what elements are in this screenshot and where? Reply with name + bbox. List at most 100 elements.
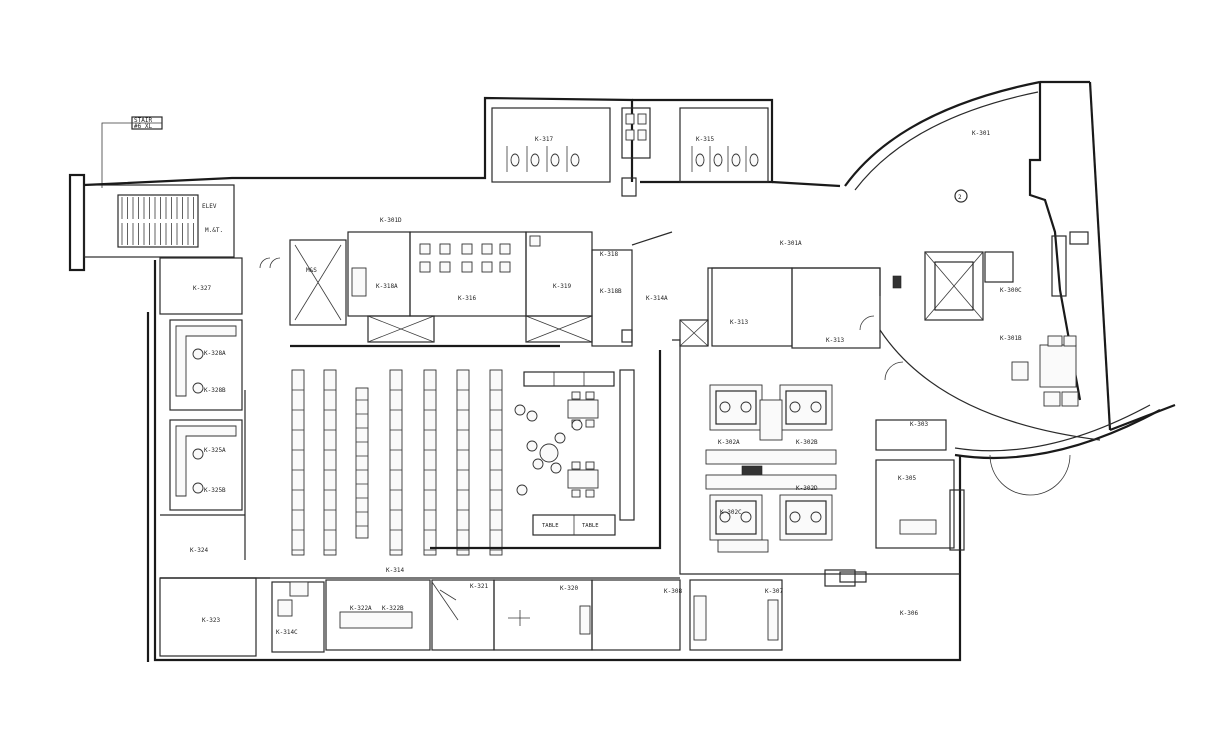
chair <box>571 419 583 431</box>
label-k318: K-318 <box>600 251 618 258</box>
reading-table <box>567 469 599 489</box>
office-chair <box>192 382 204 394</box>
label-k302d: K-302D <box>796 485 818 492</box>
lab-chair <box>529 235 541 247</box>
lab-chair <box>439 261 451 273</box>
interior-core <box>159 231 673 348</box>
label-k301a: K-301A <box>780 240 802 247</box>
chair <box>526 410 538 422</box>
label-k327: K-327 <box>193 285 211 292</box>
table-label-1: TABLE <box>542 523 559 529</box>
pod-chair <box>810 511 822 523</box>
table-chair <box>571 391 581 400</box>
workstation-pod <box>709 494 763 541</box>
label-k323: K-323 <box>202 617 220 624</box>
pod-divider <box>759 399 783 441</box>
svg-text:ELEV: ELEV <box>202 203 217 210</box>
label-k316: K-316 <box>458 295 476 302</box>
right-rooms <box>824 231 1089 587</box>
label-k315: K-315 <box>696 136 714 143</box>
label-k325a: K-325A <box>204 447 226 454</box>
label-k313-b: K-313 <box>826 337 844 344</box>
toilet-rooms <box>491 107 769 197</box>
label-k324: K-324 <box>190 547 208 554</box>
left-offices <box>159 319 270 657</box>
pod-chair <box>740 511 752 523</box>
stair-tag-line1: STAIR <box>134 117 152 124</box>
book-stack <box>489 369 503 556</box>
curved-facade: 2 <box>844 80 1176 496</box>
office-chair <box>192 448 204 460</box>
pod-inner <box>715 390 757 425</box>
label-k302c: K-302C <box>720 509 742 516</box>
toilet-fixture <box>695 153 705 167</box>
lab-chair <box>481 261 493 273</box>
book-stack <box>389 369 403 556</box>
table-chair <box>585 489 595 498</box>
label-k318a: K-318A <box>376 283 398 290</box>
workstation-pod <box>779 494 833 541</box>
label-k325b: K-325B <box>204 487 226 494</box>
stair-tag-line2: #6 XL <box>134 123 152 130</box>
pod-chair <box>740 401 752 413</box>
lab-chair <box>461 261 473 273</box>
chair <box>554 432 566 444</box>
label-k317: K-317 <box>535 136 553 143</box>
chair <box>514 404 526 416</box>
label-k319: K-319 <box>553 283 571 290</box>
toilet-fixture <box>530 153 540 167</box>
label-k308: K-308 <box>664 588 682 595</box>
pod-chair <box>810 401 822 413</box>
label-k300c: K-300C <box>1000 287 1022 294</box>
room-labels: K-317 K-315 K-301 K-301D K-301A K-318 K-… <box>190 130 1022 636</box>
library-stacks <box>291 369 503 556</box>
table-chair <box>585 391 595 400</box>
table-label-2: TABLE <box>582 523 599 529</box>
lshape-desk <box>175 425 237 497</box>
stairwell: ELEV M.&T. <box>68 173 235 272</box>
workstation-clusters <box>705 384 837 553</box>
lab-chair <box>419 243 431 255</box>
label-k314c: K-314C <box>276 629 298 636</box>
label-k301: K-301 <box>972 130 990 137</box>
toilet-fixture <box>570 153 580 167</box>
lab-chair <box>419 261 431 273</box>
pod-inner <box>715 500 757 535</box>
label-k321: K-321 <box>470 583 488 590</box>
table-chair <box>571 461 581 470</box>
lab-chair <box>461 243 473 255</box>
label-k313: K-313 <box>730 319 748 326</box>
table-chair <box>571 489 581 498</box>
chair <box>516 484 528 496</box>
pod-foot <box>717 539 769 553</box>
toilet-fixture <box>713 153 723 167</box>
pod-chair <box>719 511 731 523</box>
chair <box>550 462 562 474</box>
label-k301d: K-301D <box>380 217 402 224</box>
reading-table <box>567 399 599 419</box>
label-k318b: K-318B <box>600 288 622 295</box>
label-k322b: K-322B <box>382 605 404 612</box>
label-k328a: K-328A <box>204 350 226 357</box>
stair-tag: STAIR #6 XL <box>101 116 163 188</box>
label-k314a: K-314A <box>646 295 668 302</box>
label-k322a: K-322A <box>350 605 372 612</box>
stair-mech-label: M.&T. <box>205 227 223 234</box>
office-chair <box>192 348 204 360</box>
pod-spine <box>705 474 837 490</box>
book-stack <box>355 387 369 539</box>
corridor-walls <box>430 267 960 575</box>
book-stack <box>323 369 337 556</box>
chair <box>532 458 544 470</box>
pod-inner <box>785 500 827 535</box>
lab-chair <box>439 243 451 255</box>
label-k307: K-307 <box>765 588 783 595</box>
toilet-fixture <box>731 153 741 167</box>
label-k302b: K-302B <box>796 439 818 446</box>
column-marker-2: 2 <box>958 194 962 201</box>
pod-chair <box>789 511 801 523</box>
book-stack <box>423 369 437 556</box>
table-chair <box>585 419 595 428</box>
label-k303: K-303 <box>910 421 928 428</box>
